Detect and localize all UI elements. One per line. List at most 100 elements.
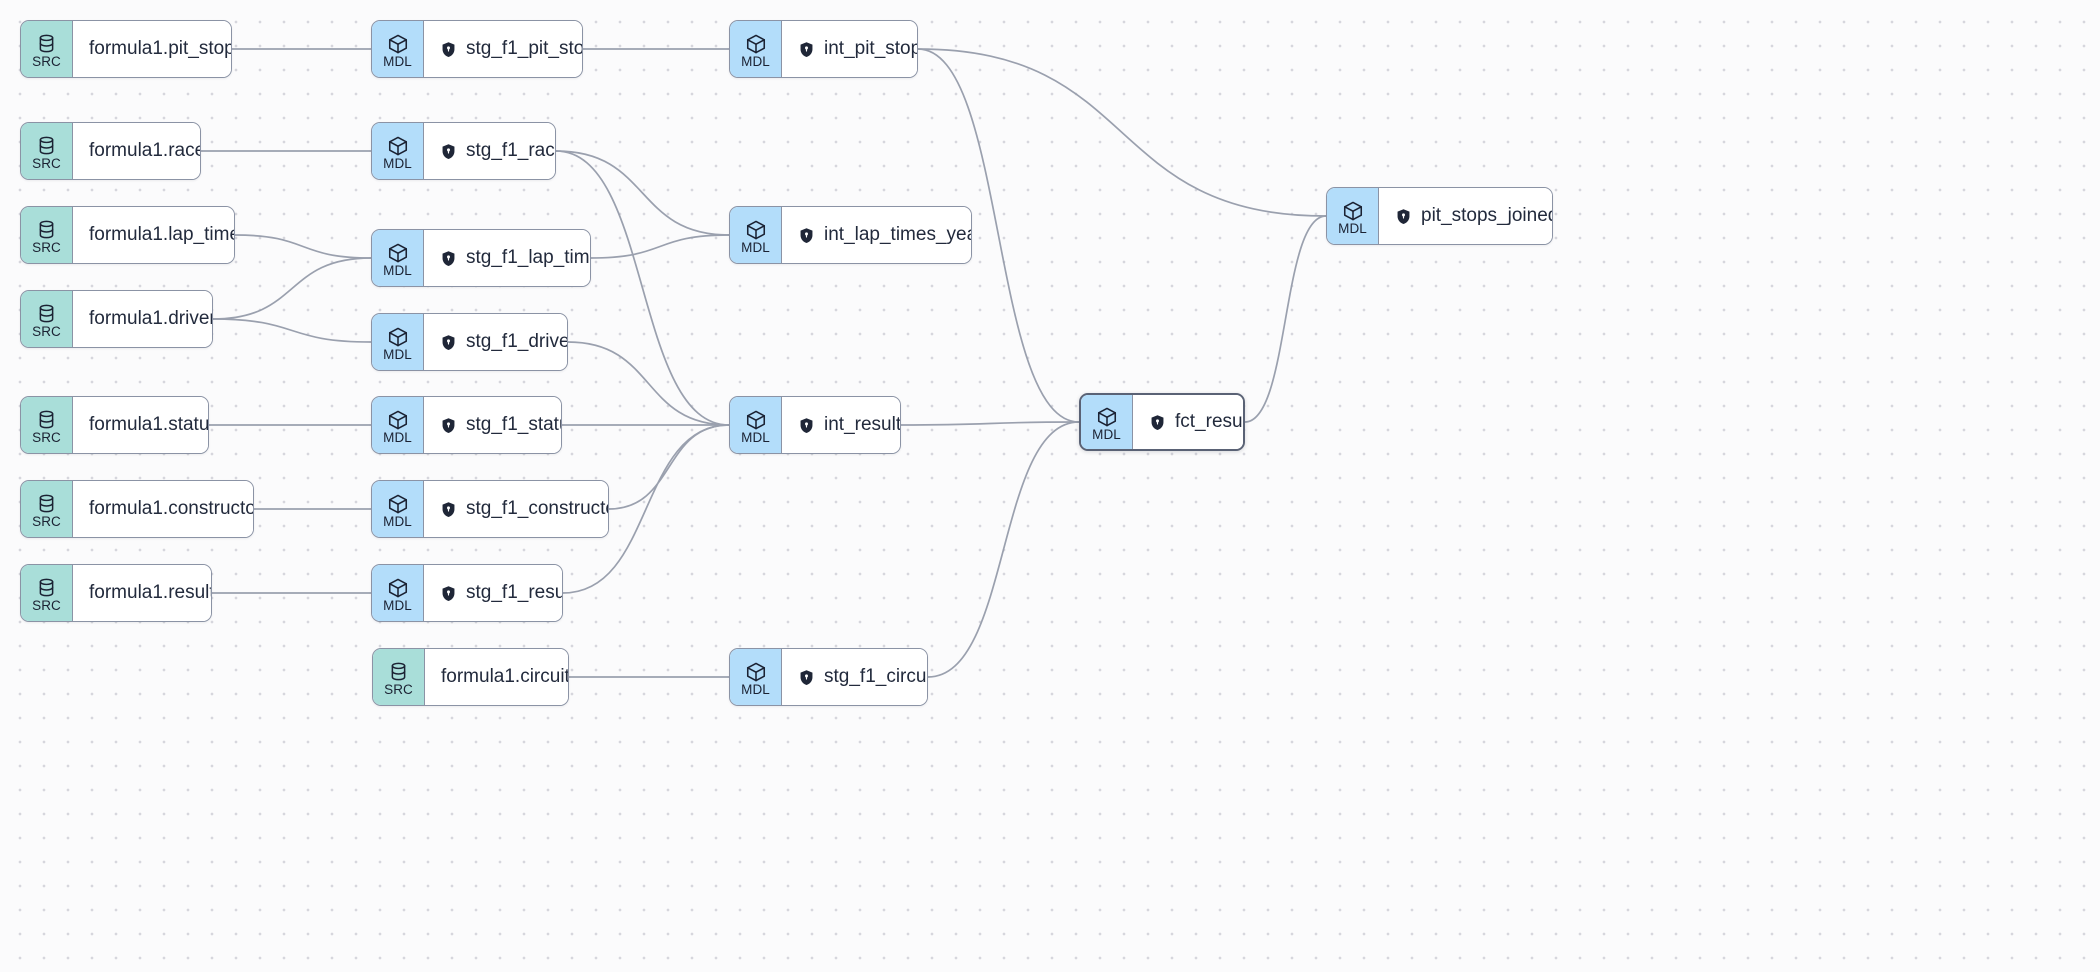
node-badge-label: MDL bbox=[383, 429, 412, 445]
node-badge-mdl: MDL bbox=[372, 123, 424, 179]
node-stg_races[interactable]: MDL stg_f1_races bbox=[371, 122, 556, 180]
node-badge-src: SRC bbox=[21, 207, 73, 263]
node-body[interactable]: int_pit_stops bbox=[782, 21, 917, 77]
cube-icon bbox=[387, 135, 409, 155]
node-body[interactable]: fct_results bbox=[1133, 395, 1243, 449]
node-src_lap_times[interactable]: SRC formula1.lap_times bbox=[20, 206, 235, 264]
cube-icon bbox=[745, 661, 767, 681]
node-badge-label: MDL bbox=[383, 597, 412, 613]
node-label: stg_f1_drivers bbox=[466, 331, 568, 352]
node-badge-mdl: MDL bbox=[372, 314, 424, 370]
node-pit_stops_joined[interactable]: MDL pit_stops_joined bbox=[1326, 187, 1553, 245]
node-src_constructors[interactable]: SRC formula1.constructors bbox=[20, 480, 254, 538]
node-body[interactable]: formula1.constructors bbox=[73, 481, 253, 537]
node-badge-label: MDL bbox=[1338, 220, 1367, 236]
shield-lock-icon bbox=[440, 585, 457, 602]
node-label: formula1.races bbox=[89, 140, 200, 161]
shield-lock-icon bbox=[1395, 208, 1412, 225]
node-int_results[interactable]: MDL int_results bbox=[729, 396, 901, 454]
shield-lock-icon bbox=[440, 501, 457, 518]
node-body[interactable]: int_lap_times_years bbox=[782, 207, 971, 263]
node-body[interactable]: stg_f1_status bbox=[424, 397, 561, 453]
node-badge-mdl: MDL bbox=[730, 207, 782, 263]
node-badge-src: SRC bbox=[21, 123, 73, 179]
node-label: stg_f1_constructors bbox=[466, 498, 608, 519]
node-stg_lap_times[interactable]: MDL stg_f1_lap_times bbox=[371, 229, 591, 287]
node-badge-src: SRC bbox=[373, 649, 425, 705]
cube-icon bbox=[745, 219, 767, 239]
node-body[interactable]: stg_f1_pit_stops bbox=[424, 21, 582, 77]
cube-icon bbox=[387, 242, 409, 262]
node-stg_status[interactable]: MDL stg_f1_status bbox=[371, 396, 562, 454]
node-body[interactable]: int_results bbox=[782, 397, 901, 453]
shield-lock-icon bbox=[798, 41, 815, 58]
node-src_races[interactable]: SRC formula1.races bbox=[20, 122, 201, 180]
node-src_status[interactable]: SRC formula1.status bbox=[20, 396, 209, 454]
shield-lock-icon bbox=[440, 250, 457, 267]
node-body[interactable]: formula1.drivers bbox=[73, 291, 213, 347]
node-int_lap_times_yrs[interactable]: MDL int_lap_times_years bbox=[729, 206, 972, 264]
node-body[interactable]: formula1.pit_stops bbox=[73, 21, 231, 77]
node-body[interactable]: formula1.results bbox=[73, 565, 211, 621]
node-stg_drivers[interactable]: MDL stg_f1_drivers bbox=[371, 313, 568, 371]
node-label: fct_results bbox=[1175, 411, 1243, 432]
shield-lock-icon bbox=[440, 41, 457, 58]
edge-fct_results-to-pit_stops_joined bbox=[1244, 215, 1327, 423]
node-src_circuits[interactable]: SRC formula1.circuits bbox=[372, 648, 569, 706]
node-badge-label: SRC bbox=[32, 155, 61, 171]
node-body[interactable]: stg_f1_constructors bbox=[424, 481, 608, 537]
node-stg_pit_stops[interactable]: MDL stg_f1_pit_stops bbox=[371, 20, 583, 78]
cube-icon bbox=[387, 409, 409, 429]
node-body[interactable]: stg_f1_circuits bbox=[782, 649, 927, 705]
node-badge-mdl: MDL bbox=[1081, 395, 1133, 449]
node-badge-label: MDL bbox=[383, 155, 412, 171]
node-badge-label: MDL bbox=[741, 239, 770, 255]
node-body[interactable]: stg_f1_lap_times bbox=[424, 230, 590, 286]
database-icon bbox=[36, 303, 57, 323]
shield-lock-icon bbox=[440, 143, 457, 160]
node-body[interactable]: formula1.status bbox=[73, 397, 209, 453]
edge-stg_races-to-int_lap_times_yrs bbox=[555, 150, 730, 236]
node-body[interactable]: formula1.circuits bbox=[425, 649, 568, 705]
edge-stg_constructors-to-int_results bbox=[608, 424, 730, 510]
node-badge-label: SRC bbox=[32, 53, 61, 69]
node-badge-label: SRC bbox=[32, 429, 61, 445]
node-body[interactable]: stg_f1_races bbox=[424, 123, 555, 179]
database-icon bbox=[388, 661, 409, 681]
node-badge-label: MDL bbox=[383, 262, 412, 278]
node-body[interactable]: formula1.lap_times bbox=[73, 207, 235, 263]
cube-icon bbox=[745, 409, 767, 429]
node-badge-src: SRC bbox=[21, 21, 73, 77]
cube-icon bbox=[387, 33, 409, 53]
edge-int_results-to-fct_results bbox=[900, 421, 1080, 426]
node-body[interactable]: stg_f1_drivers bbox=[424, 314, 568, 370]
node-fct_results[interactable]: MDL fct_results bbox=[1079, 393, 1245, 451]
node-badge-mdl: MDL bbox=[730, 397, 782, 453]
node-badge-label: SRC bbox=[384, 681, 413, 697]
node-label: pit_stops_joined bbox=[1421, 205, 1553, 226]
shield-lock-icon bbox=[798, 417, 815, 434]
node-badge-label: SRC bbox=[32, 513, 61, 529]
node-label: formula1.drivers bbox=[89, 308, 213, 329]
edge-int_pit_stops-to-pit_stops_joined bbox=[917, 48, 1327, 217]
node-stg_results[interactable]: MDL stg_f1_results bbox=[371, 564, 563, 622]
cube-icon bbox=[387, 493, 409, 513]
node-badge-mdl: MDL bbox=[372, 397, 424, 453]
node-label: formula1.status bbox=[89, 414, 209, 435]
node-label: int_results bbox=[824, 414, 901, 435]
cube-icon bbox=[387, 326, 409, 346]
node-body[interactable]: pit_stops_joined bbox=[1379, 188, 1553, 244]
node-body[interactable]: formula1.races bbox=[73, 123, 200, 179]
edge-stg_drivers-to-int_results bbox=[567, 341, 730, 426]
node-body[interactable]: stg_f1_results bbox=[424, 565, 562, 621]
shield-lock-icon bbox=[798, 227, 815, 244]
node-src_pit_stops[interactable]: SRC formula1.pit_stops bbox=[20, 20, 232, 78]
node-label: formula1.lap_times bbox=[89, 224, 235, 245]
node-badge-label: MDL bbox=[383, 53, 412, 69]
